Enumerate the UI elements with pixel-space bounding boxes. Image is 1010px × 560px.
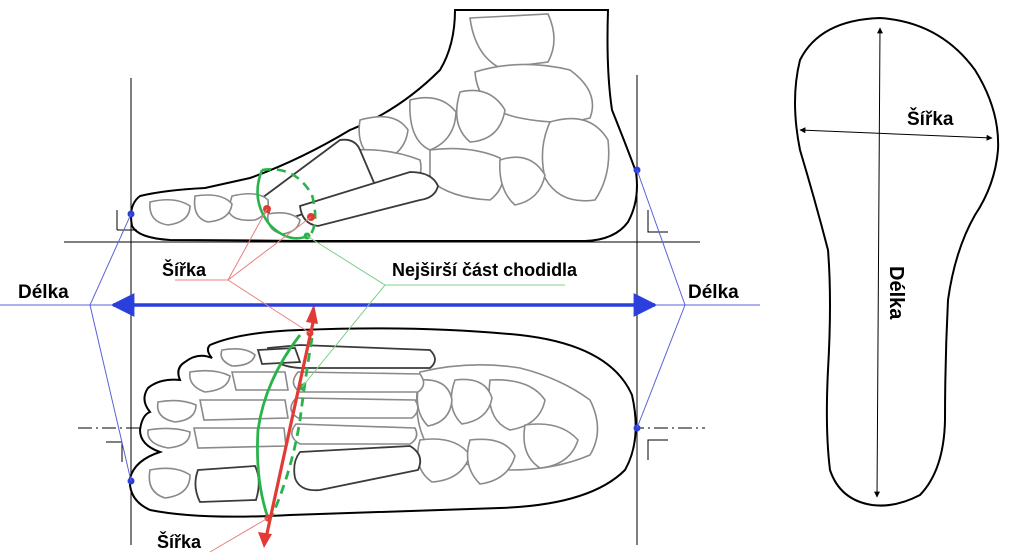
top-view-bones xyxy=(147,344,599,503)
insole-length-label: Délka xyxy=(885,266,907,320)
length-leader-left xyxy=(89,213,132,482)
top-width-arrow-head-bottom xyxy=(258,532,272,548)
length-label-right: Délka xyxy=(688,282,739,303)
length-arrow-point-left xyxy=(127,301,135,309)
top-right-corner-tick xyxy=(647,439,668,460)
width-label-bottom: Šířka xyxy=(157,531,202,552)
top-widest-solid-arc xyxy=(256,334,302,519)
insole-outline xyxy=(794,16,1000,507)
width-annotations: Šířka Šířka Nejširší část chodidla xyxy=(157,208,578,553)
side-left-corner-tick xyxy=(116,210,137,231)
width-label-side: Šířka xyxy=(162,259,207,280)
insole-length-arrow xyxy=(874,27,883,498)
top-width-line xyxy=(264,317,316,539)
side-view-foot xyxy=(64,9,700,545)
side-widest-dashed-arc xyxy=(261,167,317,239)
side-right-corner-tick xyxy=(647,210,668,233)
width-leader-bottom xyxy=(209,517,269,553)
top-width-arrow-head-top xyxy=(306,304,318,324)
insole-width-label: Šířka xyxy=(907,108,954,130)
length-label-left: Délka xyxy=(18,282,69,303)
top-widest-dashed-arc xyxy=(270,337,314,517)
top-left-corner-tick xyxy=(106,441,123,462)
length-arrow-point-right xyxy=(633,301,641,309)
top-view-foot xyxy=(78,304,705,548)
width-leader-to-top xyxy=(227,279,311,334)
insole-width-arrow xyxy=(799,127,993,141)
length-leader-right xyxy=(636,169,686,429)
widest-part-label: Nejširší část chodidla xyxy=(392,260,578,280)
side-view-bones xyxy=(149,13,610,235)
length-measurement: Délka Délka xyxy=(0,169,760,482)
side-widest-solid-arc xyxy=(256,169,311,240)
insole-diagram: Šířka Délka xyxy=(794,16,1000,507)
